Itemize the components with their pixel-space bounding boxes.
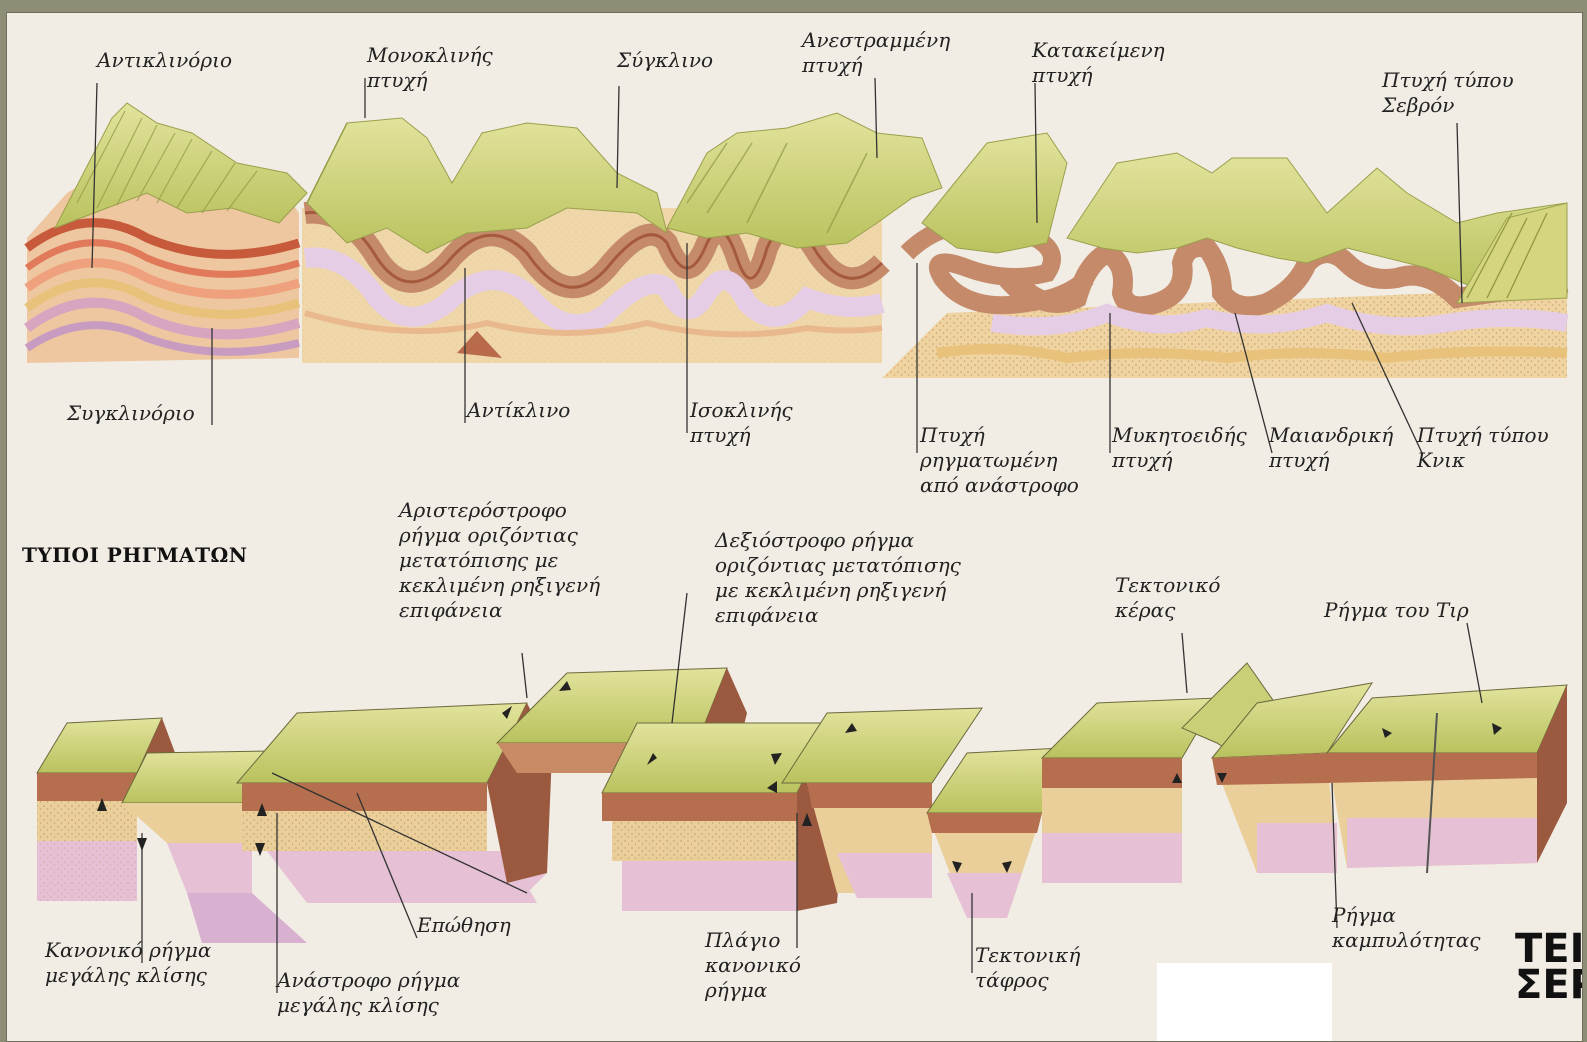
label-sinistral-fault: Αριστερόστροφο ρήγμα οριζόντιας μετατόπι… bbox=[399, 498, 600, 623]
label-tear-fault: Ρήγμα του Τιρ bbox=[1324, 598, 1469, 623]
label-overturned-fold: Ανεστραμμένη πτυχή bbox=[802, 28, 950, 78]
label-thrust: Επώθηση bbox=[417, 913, 511, 938]
figure-paper: Αντικλινόριο Συγκλινόριο Μονοκλινής πτυχ… bbox=[6, 12, 1583, 1042]
label-syncline: Σύγκλινο bbox=[617, 48, 713, 73]
label-oblique-normal-fault: Πλάγιο κανονικό ρήγμα bbox=[705, 928, 801, 1003]
label-anticline: Αντίκλινο bbox=[467, 398, 570, 423]
fold-block-right bbox=[882, 133, 1567, 378]
label-kink-fold: Πτυχή τύπου Κνικ bbox=[1417, 423, 1549, 473]
label-synclinorium: Συγκλινόριο bbox=[67, 401, 195, 426]
label-recumbent-fold: Κατακείμενη πτυχή bbox=[1032, 38, 1165, 88]
label-graben: Τεκτονική τάφρος bbox=[975, 943, 1080, 993]
fold-block-main bbox=[302, 113, 942, 363]
label-mushroom-fold: Μυκητοειδής πτυχή bbox=[1112, 423, 1247, 473]
label-curvature-fault: Ρήγμα καμπυλότητας bbox=[1332, 903, 1480, 953]
label-meander-fold: Μαιανδρική πτυχή bbox=[1269, 423, 1393, 473]
label-reverse-fault: Ανάστροφο ρήγμα μεγάλης κλίσης bbox=[277, 968, 460, 1018]
fault-section-title: ΤΥΠΟΙ ΡΗΓΜΑΤΩΝ bbox=[22, 543, 248, 567]
geology-illustration bbox=[7, 13, 1582, 1041]
label-normal-fault: Κανονικό ρήγμα μεγάλης κλίσης bbox=[45, 938, 211, 988]
brand-logo-text: ΤΕΙ ΣΕΡ bbox=[1515, 931, 1583, 1003]
label-horst: Τεκτονικό κέρας bbox=[1115, 573, 1220, 623]
label-anticlinorium: Αντικλινόριο bbox=[97, 48, 232, 73]
label-isoclinal-fold: Ισοκλινής πτυχή bbox=[690, 398, 793, 448]
fold-block-left bbox=[27, 103, 307, 363]
blank-patch bbox=[1157, 963, 1332, 1042]
fault-blocks bbox=[37, 663, 1567, 943]
label-dextral-fault: Δεξιόστροφο ρήγμα οριζόντιας μετατόπισης… bbox=[715, 528, 961, 628]
label-chevron-fold: Πτυχή τύπου Σεβρόν bbox=[1382, 68, 1514, 118]
label-faulted-fold: Πτυχή ρηγματωμένη από ανάστροφο bbox=[920, 423, 1079, 498]
label-monocline: Μονοκλινής πτυχή bbox=[367, 43, 493, 93]
